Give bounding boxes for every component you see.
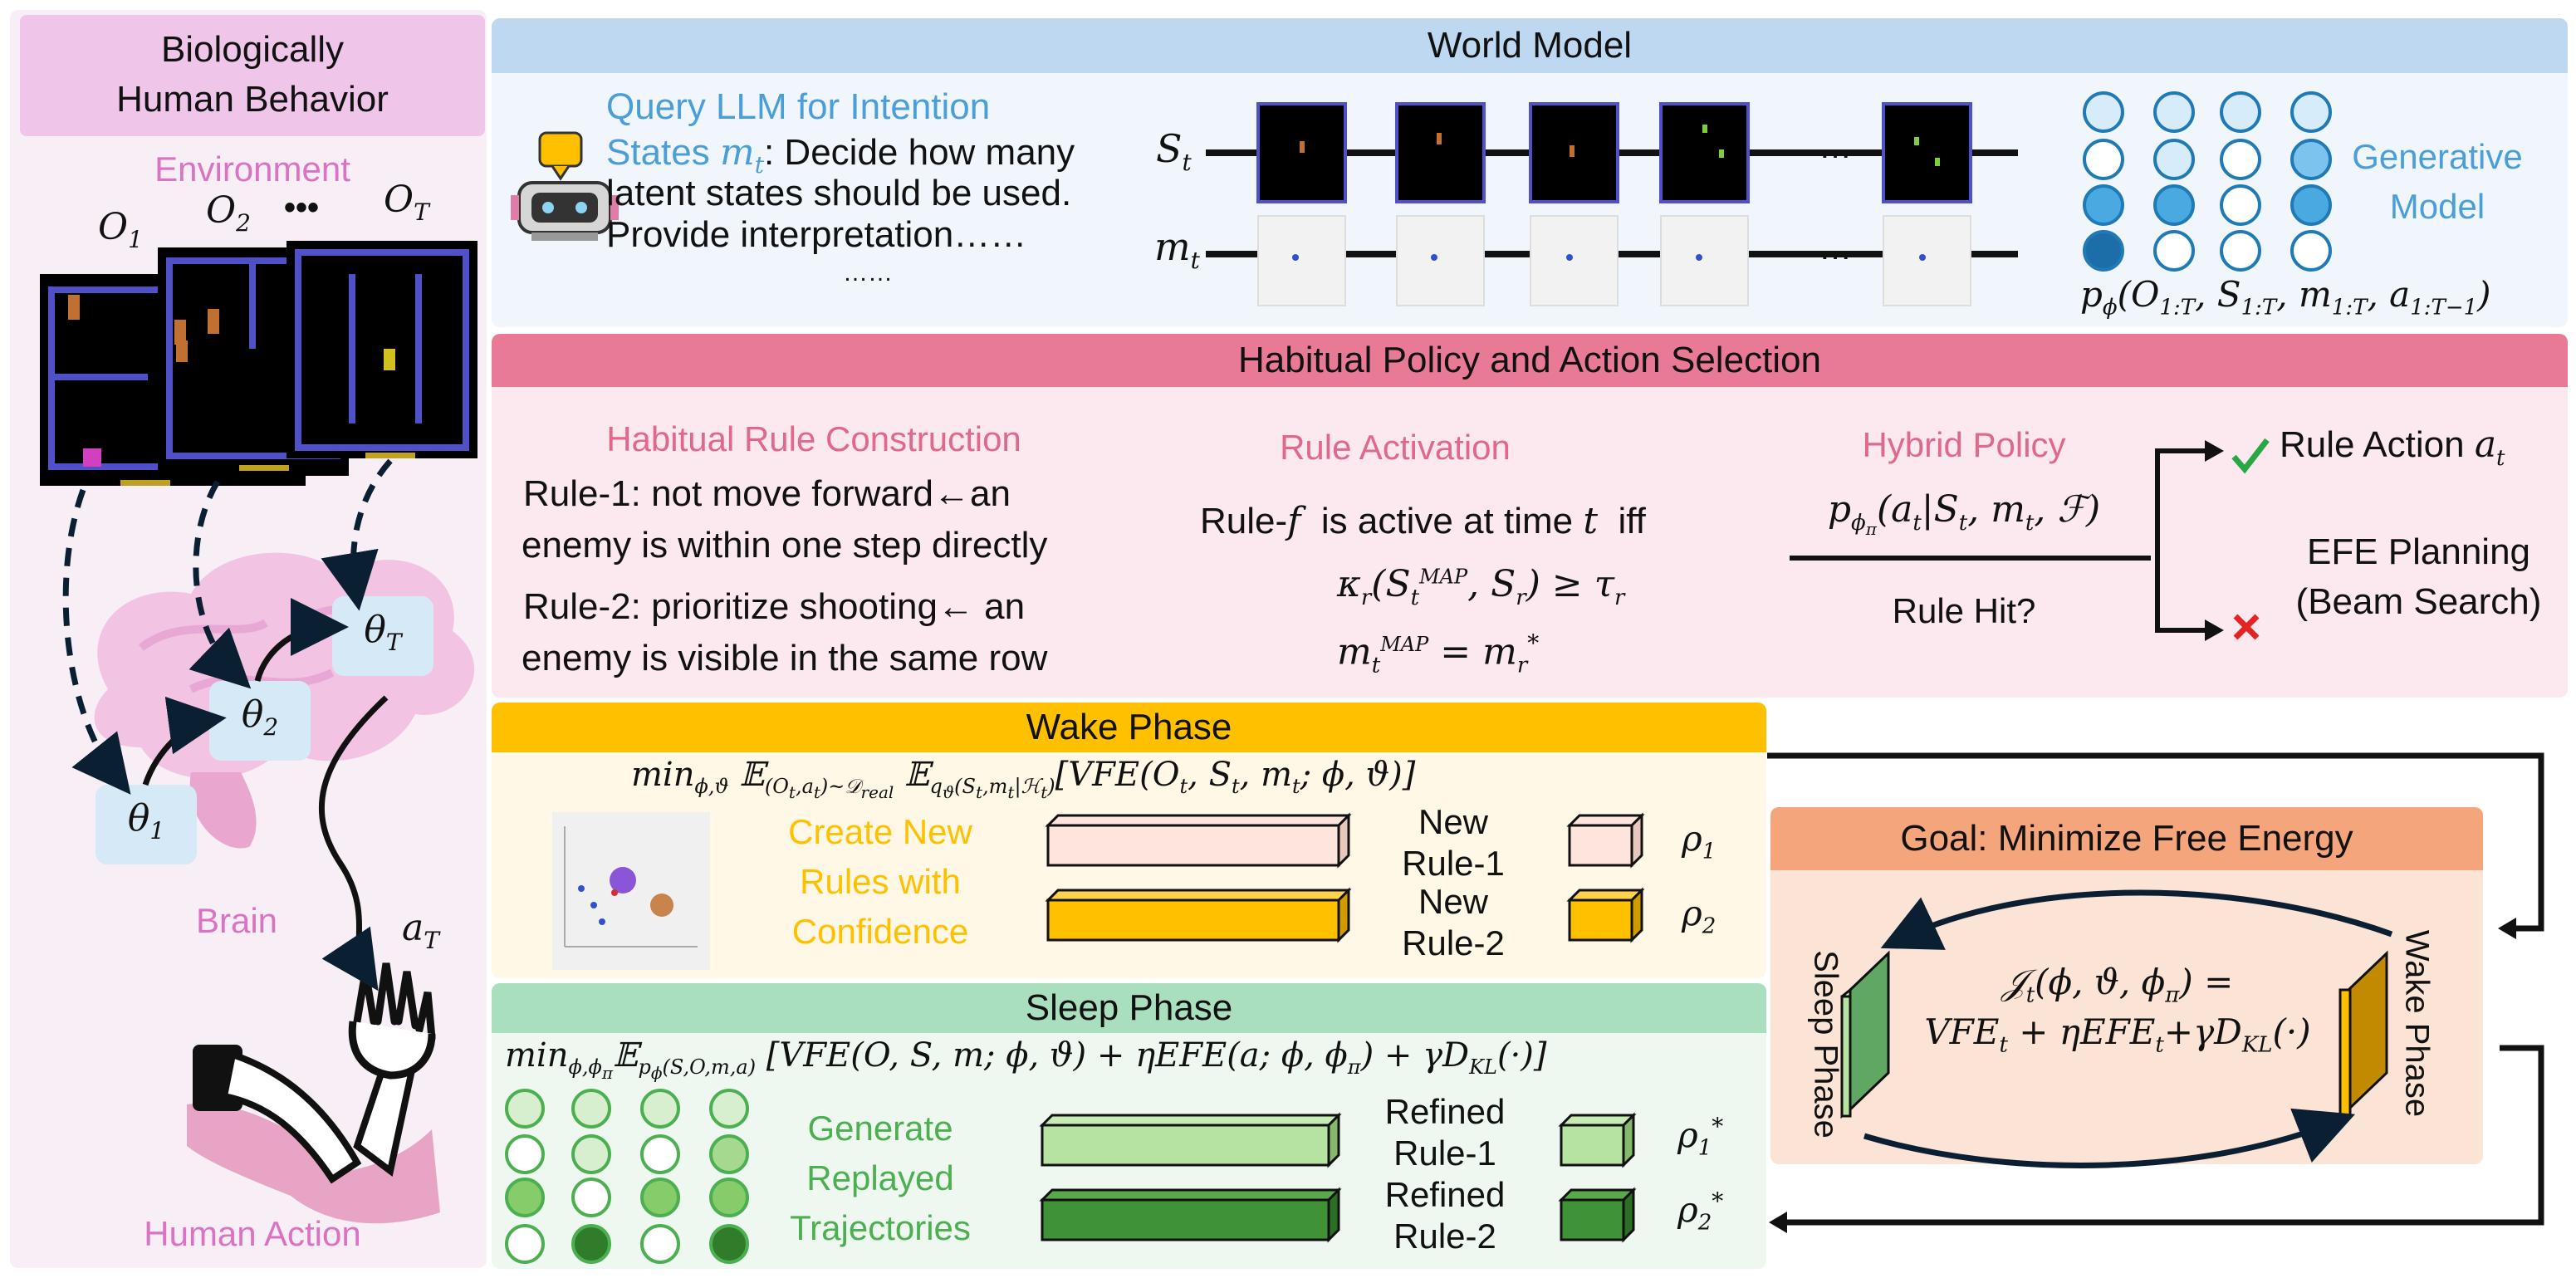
create-line1: Create New [788,812,972,851]
sleep-rule1-b: Rule-1 [1393,1134,1496,1173]
obs-label-1: O1 [98,206,143,253]
wake-rule1-a: New [1418,802,1489,841]
generative-line2: Model [2389,187,2485,226]
sleep-rho1: ρ1* [1677,1113,1724,1161]
obs-label-T: OT [384,179,429,226]
goal-formula-2: VFEt + ηEFEt+γDKL(·) [1924,1011,2311,1058]
query-m: m [719,131,755,174]
sleep-objective: minϕ,ϕπ𝔼pϕ(S,O,m,a) [VFE(O, S, m; ϕ, ϑ) … [505,1036,1547,1083]
theta-label-1: θ1 [127,797,165,845]
left-title-box [20,15,485,136]
activation-line3: mtMAP = mr* [1337,629,1540,678]
rule2-line-b: enemy is visible in the same row [522,638,1048,678]
hybrid-formula: pϕπ(at|St, mt, ℱ) [1827,488,2101,539]
create-line2: Rules with [800,862,961,901]
left-title-line2: Human Behavior [116,79,389,120]
goal-formula-1: 𝒥t(ϕ, ϑ, ϕπ) = [2001,962,2234,1008]
sleep-rule2-b: Rule-2 [1393,1217,1496,1256]
world-model-header: World Model [492,18,2568,73]
obs-label-2: O2 [206,189,251,237]
rule1-line-b: enemy is within one step directly [522,525,1048,566]
generative-line1: Generative [2352,137,2523,176]
efe-line1: EFE Planning [2306,531,2531,572]
row-m-label: mt [1154,224,1200,275]
activation-title: Rule Activation [1280,428,1511,467]
efe-line2: (Beam Search) [2295,581,2542,622]
wake-rho1: ρ1 [1682,818,1717,864]
theta-label-T: θT [364,609,402,656]
sleep-rho2: ρ2* [1677,1187,1724,1236]
generative-formula: pϕ(O1:T, S1:T, m1:T, a1:T−1) [2080,274,2491,321]
activation-line1: Rule-f is active at time t iff [1200,500,1646,542]
query-m-sub: t [754,150,764,179]
query-decide: : Decide how many [763,132,1075,173]
wake-header: Wake Phase [492,703,1766,752]
goal-wake-label: Wake Phase [2398,929,2436,1118]
rule2-line-a: Rule-2: prioritize shooting← an [523,586,1026,627]
habitual-header: Habitual Policy and Action Selection [492,334,2568,387]
query-states: States [606,132,720,173]
wake-rule2-b: Rule-2 [1402,923,1505,962]
gen-line1: Generate [807,1109,953,1148]
theta-box-1 [95,785,197,864]
action-label: aT [402,907,439,954]
goal-header: Goal: Minimize Free Energy [1770,807,2483,870]
query-line-2: States mt: Decide how many [606,131,1075,179]
rule1-line-a: Rule-1: not move forward←an [523,473,1011,514]
wake-objective: minϕ,ϑ 𝔼(Ot,at)~𝒟real 𝔼qϑ(St,mt|ℋt)[VFE(… [631,756,1416,802]
query-line-4: Provide interpretation…… [606,214,1027,255]
gen-line3: Trajectories [790,1208,971,1247]
query-line-3: latent states should be used. [606,173,1072,213]
sleep-rule1-a: Refined [1384,1092,1506,1131]
environment-label: Environment [154,149,350,189]
row-s-ellipsis: … [1819,129,1852,165]
row-s-label: St [1156,126,1192,177]
hybrid-title: Hybrid Policy [1862,425,2066,464]
gen-line2: Replayed [806,1158,954,1197]
rule1-name: Rule-1 [523,473,631,514]
obs-label-dots: ••• [284,189,320,226]
row-m-ellipsis: … [1819,230,1852,267]
query-line-1: Query LLM for Intention [606,86,991,127]
wake-rho2: ρ2 [1682,893,1717,939]
theta-label-2: θ2 [241,693,279,741]
goal-sleep-label: Sleep Phase [1807,950,1844,1138]
sleep-rule2-a: Refined [1384,1175,1506,1214]
rule-hit: Rule Hit? [1892,591,2036,630]
wake-rule1-b: Rule-1 [1402,844,1505,883]
query-line-5: …… [843,259,893,286]
brain-label: Brain [195,901,278,940]
left-title-line1: Biologically [160,29,345,70]
rule2-name: Rule-2 [523,586,631,627]
construction-title: Habitual Rule Construction [606,419,1021,458]
activation-line2: κr(StMAP, Sr) ≥ τr [1337,563,1625,610]
create-line3: Confidence [791,912,969,951]
human-action-label: Human Action [144,1214,361,1253]
rule-action: Rule Action at [2280,424,2505,471]
sleep-header: Sleep Phase [492,983,1766,1033]
wake-rule2-a: New [1418,882,1489,921]
